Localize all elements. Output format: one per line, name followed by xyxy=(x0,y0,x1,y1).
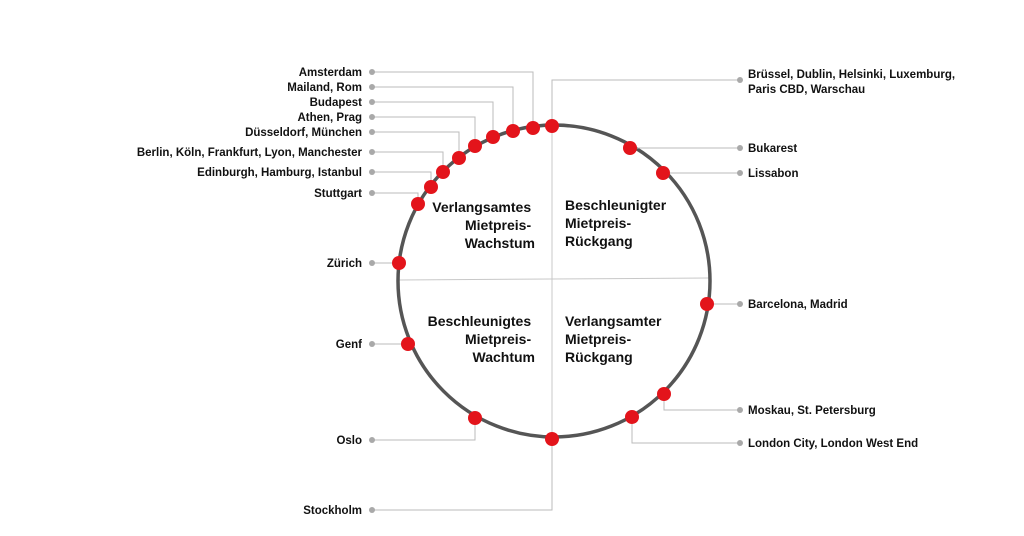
label-athen-prag: Athen, Prag xyxy=(297,112,362,124)
anchor-dot xyxy=(369,129,375,135)
anchor-dot xyxy=(369,507,375,513)
city-markers xyxy=(392,119,714,446)
marker-bruessel-group xyxy=(545,119,559,133)
label-oslo: Oslo xyxy=(336,435,362,447)
marker-genf xyxy=(401,337,415,351)
label-mailand-rom: Mailand, Rom xyxy=(287,82,362,94)
anchor-dot xyxy=(737,77,743,83)
anchor-dot xyxy=(737,407,743,413)
marker-amsterdam xyxy=(526,121,540,135)
anchor-dot xyxy=(369,437,375,443)
horizontal-divider xyxy=(398,277,710,281)
anchor-dot xyxy=(737,170,743,176)
label-stockholm: Stockholm xyxy=(303,505,362,517)
anchor-dot xyxy=(737,301,743,307)
right-leader-lines xyxy=(551,79,740,444)
leader-line xyxy=(372,440,553,511)
anchor-dot xyxy=(369,84,375,90)
anchor-dot xyxy=(737,440,743,446)
anchor-dot xyxy=(737,145,743,151)
leader-line xyxy=(551,79,740,126)
marker-edinburgh-group xyxy=(424,180,438,194)
leader-line xyxy=(372,151,444,172)
marker-budapest xyxy=(486,130,500,144)
marker-london xyxy=(625,410,639,424)
label-moskau: Moskau, St. Petersburg xyxy=(748,405,876,417)
leader-line xyxy=(372,71,534,128)
leader-line xyxy=(372,192,419,204)
marker-mailand-rom xyxy=(506,124,520,138)
marker-moskau xyxy=(657,387,671,401)
quadrant-top-right: Beschleunigter Mietpreis- Rückgang xyxy=(565,197,670,249)
leader-line xyxy=(372,116,476,146)
label-barcelona-madrid: Barcelona, Madrid xyxy=(748,299,848,311)
leader-line xyxy=(372,101,494,137)
label-lissabon: Lissabon xyxy=(748,168,798,180)
quadrant-top-left: Verlangsamtes Mietpreis- Wachstum xyxy=(432,199,535,251)
label-anchor-dots xyxy=(369,69,743,513)
leader-line xyxy=(372,171,432,187)
anchor-dot xyxy=(369,341,375,347)
label-genf: Genf xyxy=(336,339,362,351)
anchor-dot xyxy=(369,169,375,175)
marker-stuttgart xyxy=(411,197,425,211)
marker-bukarest xyxy=(623,141,637,155)
anchor-dot xyxy=(369,99,375,105)
marker-duesseldorf-muenchen xyxy=(452,151,466,165)
label-bukarest: Bukarest xyxy=(748,143,797,155)
leader-line xyxy=(631,417,740,444)
anchor-dot xyxy=(369,114,375,120)
quadrant-bottom-right: Verlangsamter Mietpreis- Rückgang xyxy=(565,313,665,365)
marker-stockholm xyxy=(545,432,559,446)
leader-line xyxy=(663,394,740,411)
anchor-dot xyxy=(369,149,375,155)
label-amsterdam: Amsterdam xyxy=(299,67,362,79)
marker-oslo xyxy=(468,411,482,425)
label-zuerich: Zürich xyxy=(327,258,362,270)
leader-line xyxy=(372,86,514,131)
label-bruessel-group: Brüssel, Dublin, Helsinki, Luxemburg, Pa… xyxy=(748,69,958,96)
anchor-dot xyxy=(369,190,375,196)
label-budapest: Budapest xyxy=(310,97,363,109)
leader-line xyxy=(372,131,460,158)
leader-line xyxy=(372,418,476,441)
label-london: London City, London West End xyxy=(748,438,918,450)
marker-athen-prag xyxy=(468,139,482,153)
label-edinburgh-group: Edinburgh, Hamburg, Istanbul xyxy=(197,167,362,179)
anchor-dot xyxy=(369,69,375,75)
marker-berlin-group xyxy=(436,165,450,179)
label-stuttgart: Stuttgart xyxy=(314,188,362,200)
marker-barcelona-madrid xyxy=(700,297,714,311)
label-berlin-group: Berlin, Köln, Frankfurt, Lyon, Mancheste… xyxy=(137,147,363,159)
marker-zuerich xyxy=(392,256,406,270)
label-duesseldorf-muenchen: Düsseldorf, München xyxy=(245,127,362,139)
marker-lissabon xyxy=(656,166,670,180)
anchor-dot xyxy=(369,260,375,266)
quadrant-bottom-left: Beschleunigtes Mietpreis- Wachtum xyxy=(428,313,535,365)
